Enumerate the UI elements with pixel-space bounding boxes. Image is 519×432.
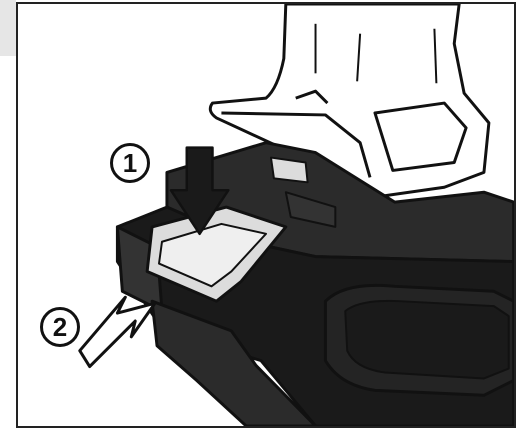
battery-removal-illustration [78, 4, 514, 426]
section-tab-marker [0, 0, 16, 56]
step-2-label: 2 [40, 307, 80, 347]
step-1-label: 1 [110, 143, 150, 183]
release-button [145, 205, 288, 303]
press-arrow [169, 146, 230, 236]
slide-out-arrow [78, 295, 157, 369]
tool-handle [208, 4, 491, 199]
figure-frame: 1 2 [16, 2, 516, 428]
